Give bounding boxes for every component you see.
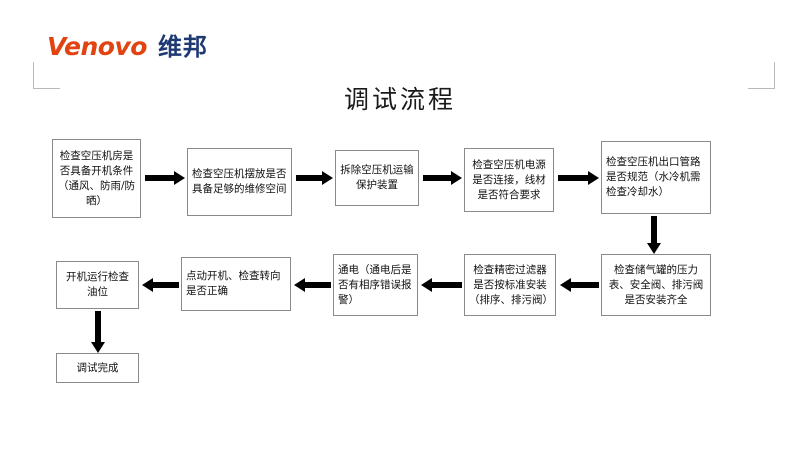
flow-arrow-n2-n3 — [296, 170, 333, 186]
flow-node-n6: 检查储气罐的压力表、安全阀、排污阀是否安装齐全 — [601, 254, 711, 316]
flow-node-n3: 拆除空压机运输保护装置 — [335, 150, 419, 206]
flow-node-n8: 通电（通电后是否有相序错误报警） — [333, 254, 418, 316]
flow-node-n11-label: 调试完成 — [76, 361, 119, 374]
corner-mark-top-left — [33, 62, 60, 89]
flow-node-n7-label: 检查精密过滤器是否按标准安装（排序、排污阀） — [469, 263, 553, 306]
flow-node-n4-label: 检查空压机电源是否连接，线材是否符合要求 — [472, 158, 546, 201]
flow-node-n9-label: 点动开机、检查转向是否正确 — [186, 270, 281, 297]
page-title: 调试流程 — [343, 85, 456, 114]
corner-mark-top-right — [748, 62, 775, 89]
flow-node-n4: 检查空压机电源是否连接，线材是否符合要求 — [464, 148, 554, 212]
flow-node-n3-label: 拆除空压机运输保护装置 — [340, 164, 414, 191]
brand-logo-chinese: 维邦 — [157, 33, 208, 61]
flow-arrow-n5-n6 — [646, 216, 662, 254]
flow-arrow-n10-n11 — [90, 311, 106, 353]
flow-node-n6-label: 检查储气罐的压力表、安全阀、排污阀是否安装齐全 — [608, 263, 704, 306]
flow-node-n8-label: 通电（通电后是否有相序错误报警） — [338, 263, 412, 306]
flow-node-n5-label: 检查空压机出口管路是否规范（水冷机需检查冷却水） — [606, 156, 701, 198]
flow-node-n2-label: 检查空压机摆放是否具备足够的维修空间 — [192, 168, 287, 195]
flow-node-n5: 检查空压机出口管路是否规范（水冷机需检查冷却水） — [601, 141, 711, 214]
flow-node-n1: 检查空压机房是否具备开机条件（通风、防雨/防晒） — [52, 139, 141, 218]
flow-arrow-n9-n10 — [142, 277, 179, 293]
flow-node-n10-label: 开机运行检查油位 — [66, 271, 129, 298]
flow-node-n9: 点动开机、检查转向是否正确 — [181, 257, 291, 311]
flow-node-n2: 检查空压机摆放是否具备足够的维修空间 — [187, 148, 292, 216]
flow-arrow-n8-n9 — [294, 277, 331, 293]
brand-logo-latin: Venovo — [47, 32, 147, 61]
flow-node-n11: 调试完成 — [56, 353, 139, 383]
flow-node-n1-label: 检查空压机房是否具备开机条件（通风、防雨/防晒） — [57, 149, 136, 207]
flow-arrow-n6-n7 — [560, 277, 599, 293]
flow-arrow-n4-n5 — [558, 170, 599, 186]
flow-arrow-n3-n4 — [423, 170, 462, 186]
flow-node-n10: 开机运行检查油位 — [56, 261, 139, 309]
brand-logo: Venovo 维邦 — [47, 27, 208, 62]
flow-arrow-n1-n2 — [145, 170, 185, 186]
flow-node-n7: 检查精密过滤器是否按标准安装（排序、排污阀） — [464, 254, 556, 316]
flow-arrow-n7-n8 — [421, 277, 462, 293]
